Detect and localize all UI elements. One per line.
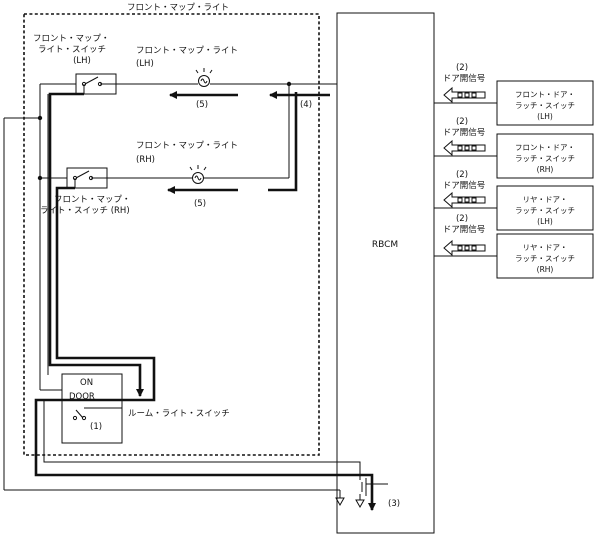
door-latch-label: ラッチ・スイッチ xyxy=(515,154,575,163)
room-switch-name: ルーム・ライト・スイッチ xyxy=(128,409,230,419)
door-signal-label: ドア開信号 xyxy=(443,180,486,191)
current-path-to-rbcm xyxy=(34,356,376,511)
lamp-lh-label-1: フロント・マップ・ライト xyxy=(136,46,238,56)
callout-5-lh: (5) xyxy=(196,100,208,110)
callout-5-rh: (5) xyxy=(194,199,206,209)
door-signal-arrow-icon xyxy=(443,86,486,104)
callout-2: (2) xyxy=(456,63,468,73)
door-latch-switch-front-lh xyxy=(496,80,594,126)
door-latch-label: (LH) xyxy=(537,217,553,226)
junction-dot xyxy=(286,81,292,87)
sw-lh-label-3: (LH) xyxy=(73,56,91,66)
callout-4: (4) xyxy=(300,100,312,110)
door-latch-label: (LH) xyxy=(537,112,553,121)
door-latch-label: フロント・ドア・ xyxy=(515,143,575,152)
lamp-rh-label-1: フロント・マップ・ライト xyxy=(136,141,238,151)
door-latch-label: フロント・ドア・ xyxy=(515,90,575,99)
door-latch-switch-front-rh xyxy=(496,133,594,179)
callout-3: (3) xyxy=(388,499,400,509)
region-title: フロント・マップ・ライト xyxy=(127,3,229,13)
lamp-lh-rays-icon xyxy=(195,68,213,74)
lamp-lh-label-2: (LH) xyxy=(136,59,154,69)
switch-lh-blade xyxy=(84,76,99,85)
room-switch-blade xyxy=(75,409,84,419)
current-path-rh-return xyxy=(55,186,147,360)
lamp-rh-label-2: (RH) xyxy=(136,155,155,165)
sw-rh-label-2: ライト・スイッチ (RH) xyxy=(40,206,130,216)
sw-lh-label-2: ライト・スイッチ xyxy=(38,45,106,55)
door-signal-arrow-icon xyxy=(443,239,486,257)
lamp-rh-filament xyxy=(194,175,202,181)
rbcm-module xyxy=(336,12,435,534)
door-latch-label: リヤ・ドア・ xyxy=(523,243,568,252)
front-map-light-region xyxy=(23,13,320,456)
door-latch-label: ラッチ・スイッチ xyxy=(515,101,575,110)
door-latch-label: ラッチ・スイッチ xyxy=(515,254,575,263)
current-path-lh-return xyxy=(48,92,144,397)
switch-rh-blade xyxy=(75,170,90,179)
callout-2: (2) xyxy=(456,170,468,180)
callout-2: (2) xyxy=(456,117,468,127)
door-latch-switch-rear-rh xyxy=(496,233,594,279)
door-latch-label: (RH) xyxy=(537,165,554,174)
lamp-rh-rays-icon xyxy=(189,165,207,171)
door-signal-arrow-icon xyxy=(443,191,486,209)
door-latch-label: (RH) xyxy=(537,265,554,274)
room-switch-num: (1) xyxy=(90,422,102,432)
door-signal-arrow-icon xyxy=(443,139,486,157)
callout-2: (2) xyxy=(456,214,468,224)
lamp-lh-filament xyxy=(200,78,208,84)
door-latch-label: リヤ・ドア・ xyxy=(523,195,568,204)
current-path-rh xyxy=(268,92,298,192)
door-signal-label: ドア開信号 xyxy=(443,127,486,138)
room-switch-door: DOOR xyxy=(69,392,95,402)
sw-lh-label-1: フロント・マップ・ xyxy=(33,34,110,44)
room-switch-contact xyxy=(72,415,78,421)
door-latch-label: ラッチ・スイッチ xyxy=(515,206,575,215)
sw-rh-label-1: フロント・マップ・ xyxy=(54,195,131,205)
door-signal-label: ドア開信号 xyxy=(443,224,486,235)
ground-icon-rbcm xyxy=(355,499,365,509)
door-signal-label: ドア開信号 xyxy=(443,73,486,84)
door-latch-switch-rear-lh xyxy=(496,185,594,231)
ground-icon xyxy=(335,497,345,507)
room-switch-on: ON xyxy=(80,378,93,388)
junction-dot xyxy=(37,175,43,181)
rbcm-label: RBCM xyxy=(372,240,398,250)
